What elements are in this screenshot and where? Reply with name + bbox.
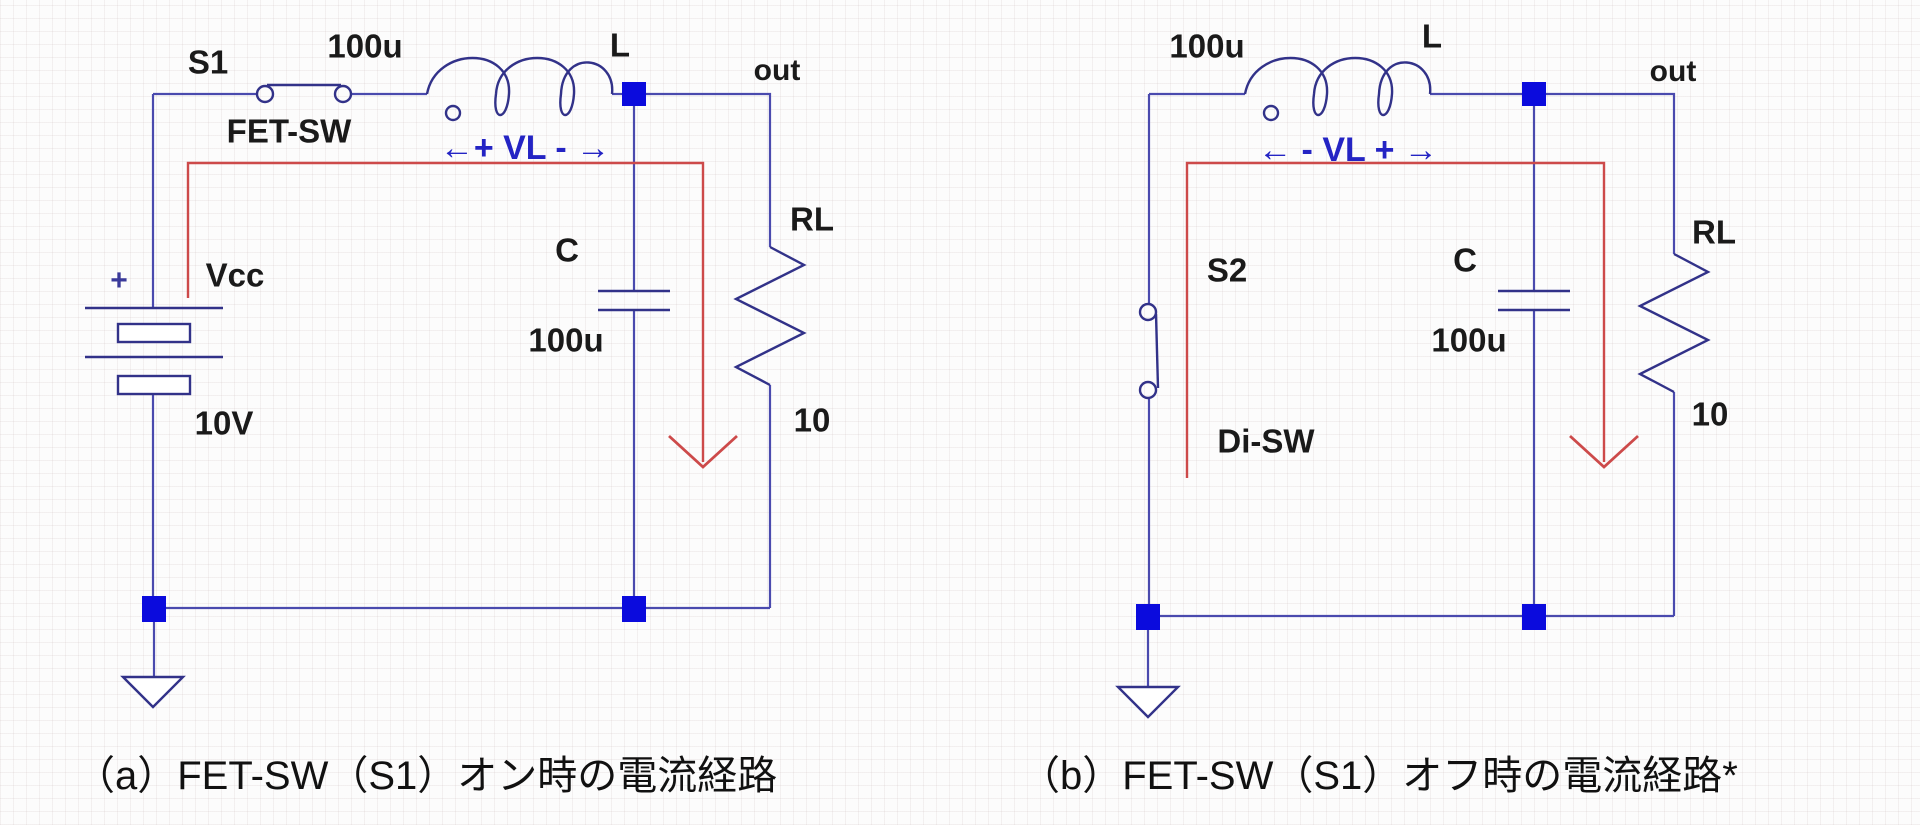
- circuit-a-fet-switch-symbol: [255, 83, 353, 104]
- current-arrowhead-icon: [668, 434, 738, 469]
- phase-dot-icon: [444, 104, 462, 122]
- capacitor-value-label: 100u: [528, 321, 604, 359]
- circuit-a-junction-nodes: [142, 82, 646, 622]
- switch-s2-label: S2: [1206, 251, 1248, 289]
- caption-a: （a）FET-SW（S1）オン時の電流経路: [75, 754, 778, 798]
- out-net-label: out: [1649, 55, 1697, 88]
- circuit-b-inductor-symbol: [1243, 56, 1432, 122]
- circuit-b-ground-icon: [1115, 685, 1181, 719]
- inductor-name-label: L: [609, 26, 631, 64]
- current-arrowhead-icon: [1569, 434, 1639, 469]
- circuit-a-resistor-symbol: [733, 245, 807, 387]
- battery-plus-sign: +: [110, 264, 128, 297]
- circuit-a-wires: [151, 92, 772, 677]
- out-net-label: out: [753, 54, 801, 87]
- circuit-b-junction-nodes: [1136, 82, 1546, 630]
- caption-b: （b）FET-SW（S1）オフ時の電流経路*: [1020, 754, 1738, 798]
- battery-name-label: Vcc: [205, 256, 265, 294]
- switch-model-label: Di-SW: [1217, 422, 1315, 460]
- capacitor-name-label: C: [555, 231, 579, 269]
- resistor-value-label: 10: [793, 401, 831, 439]
- resistor-value-label: 10: [1691, 395, 1729, 433]
- circuit-b-resistor-symbol: [1637, 252, 1711, 394]
- capacitor-value-label: 100u: [1431, 321, 1507, 359]
- circuit-b-current-path: [1185, 161, 1639, 478]
- inductor-value-label: 100u: [1169, 27, 1245, 65]
- circuit-a-inductor-symbol: [425, 56, 614, 122]
- phase-dot-icon: [1262, 104, 1280, 122]
- capacitor-name-label: C: [1453, 241, 1477, 279]
- circuit-b-wires: [1146, 92, 1676, 687]
- vl-polarity-annotation: ←+ VL - →: [439, 129, 611, 167]
- switch-model-label: FET-SW: [226, 112, 352, 150]
- circuit-a-ground-icon: [120, 675, 186, 709]
- circuit-b-diode-switch-symbol: [1138, 302, 1160, 400]
- circuit-a-current-path: [186, 161, 738, 469]
- inductor-name-label: L: [1421, 17, 1443, 55]
- circuit-a-battery-symbol: [85, 306, 223, 396]
- inductor-value-label: 100u: [327, 27, 403, 65]
- vl-polarity-annotation: ← - VL + →: [1258, 131, 1438, 169]
- circuit-b-capacitor-symbol: [1498, 289, 1570, 312]
- resistor-name-label: RL: [1692, 213, 1736, 251]
- circuit-a-capacitor-symbol: [598, 289, 670, 312]
- switch-s1-label: S1: [187, 43, 229, 81]
- battery-value-label: 10V: [194, 404, 254, 442]
- resistor-name-label: RL: [790, 200, 834, 238]
